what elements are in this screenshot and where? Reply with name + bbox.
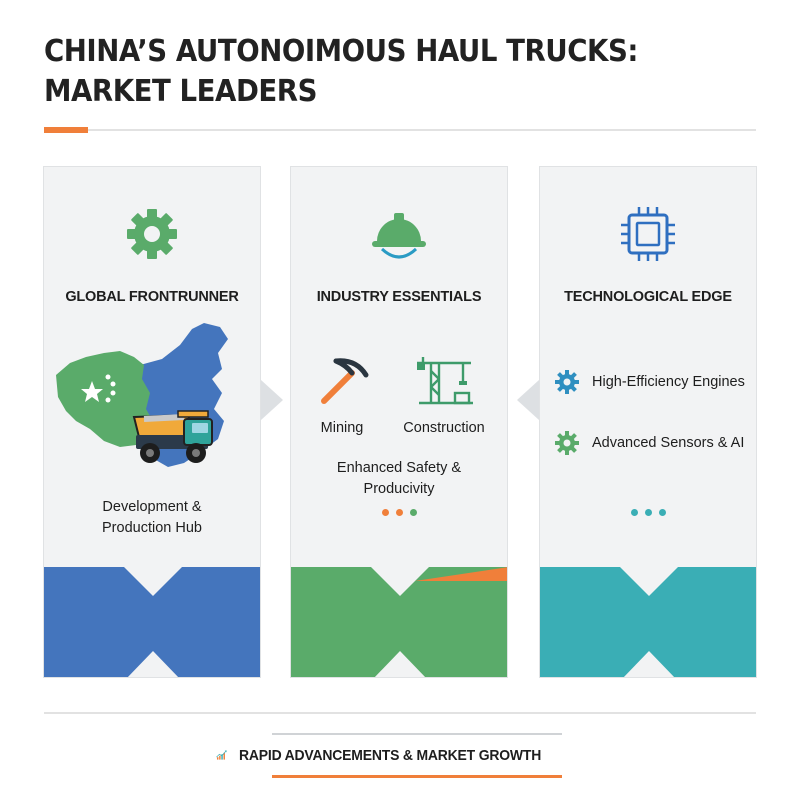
panel-heading: GLOBAL FRONTRUNNER bbox=[65, 289, 239, 305]
mining-item: Mining bbox=[297, 355, 387, 436]
safety-caption-line-1: Enhanced Safety & bbox=[336, 460, 462, 476]
footer-text: RAPID ADVANCEMENTS & MARKET GROWTH bbox=[239, 746, 542, 764]
gear-icon bbox=[555, 431, 579, 455]
crane-icon bbox=[417, 357, 473, 405]
page-title-line-1: CHINA’S AUTONOIMOUS HAUL TRUCKS: bbox=[44, 34, 638, 69]
dot bbox=[658, 509, 666, 516]
panel-bottom-band bbox=[44, 567, 260, 677]
china-map-with-truck bbox=[52, 317, 252, 482]
construction-item: Construction bbox=[399, 355, 489, 436]
panel-bottom-band bbox=[291, 567, 507, 677]
page-title: CHINA’S AUTONOIMOUS HAUL TRUCKS: MARKET … bbox=[44, 32, 638, 112]
safety-caption: Enhanced Safety & Producivity bbox=[291, 458, 507, 500]
gear-icon bbox=[555, 370, 579, 394]
dot bbox=[409, 509, 417, 516]
dot bbox=[395, 509, 403, 516]
safety-caption-line-2: Producivity bbox=[363, 481, 435, 497]
growth-chart-icon bbox=[216, 750, 227, 760]
title-accent-bar bbox=[44, 127, 88, 133]
hub-caption: Development & Production Hub bbox=[44, 497, 260, 539]
page-title-line-2: MARKET LEADERS bbox=[44, 74, 318, 109]
hub-caption-line-1: Development & bbox=[102, 499, 202, 515]
dot bbox=[630, 509, 638, 516]
panel-industry-essentials: INDUSTRY ESSENTIALS Mining bbox=[290, 166, 508, 678]
panel-bottom-band bbox=[540, 567, 756, 677]
pagination-dots bbox=[540, 509, 756, 516]
feature-label: Advanced Sensors & AI bbox=[592, 435, 745, 451]
panel-technological-edge: TECHNOLOGICAL EDGE High-Efficiency Engin… bbox=[539, 166, 757, 678]
title-divider bbox=[88, 129, 756, 131]
dot bbox=[644, 509, 652, 516]
chevron-left-icon bbox=[517, 380, 539, 420]
mining-label: Mining bbox=[320, 420, 364, 436]
feature-label: High-Efficiency Engines bbox=[592, 374, 745, 390]
panel-heading: INDUSTRY ESSENTIALS bbox=[316, 289, 482, 305]
panel-global-frontrunner: GLOBAL FRONTRUNNER bbox=[43, 166, 261, 678]
construction-label: Construction bbox=[403, 420, 485, 436]
hub-caption-line-2: Production Hub bbox=[102, 520, 202, 536]
feature-engines: High-Efficiency Engines bbox=[554, 369, 752, 395]
chip-icon bbox=[540, 201, 756, 267]
hard-hat-icon bbox=[291, 201, 507, 267]
panel-heading: TECHNOLOGICAL EDGE bbox=[564, 289, 732, 305]
pickaxe-icon bbox=[321, 358, 369, 404]
pagination-dots bbox=[291, 509, 507, 516]
dot bbox=[381, 509, 389, 516]
footer-accent-line bbox=[272, 775, 562, 778]
chevron-right-icon bbox=[261, 380, 283, 420]
footer-banner: RAPID ADVANCEMENTS & MARKET GROWTH bbox=[216, 732, 564, 778]
footer-divider bbox=[44, 712, 756, 714]
feature-sensors: Advanced Sensors & AI bbox=[554, 430, 752, 456]
gear-icon bbox=[44, 201, 260, 267]
footer-top-line bbox=[272, 733, 562, 735]
